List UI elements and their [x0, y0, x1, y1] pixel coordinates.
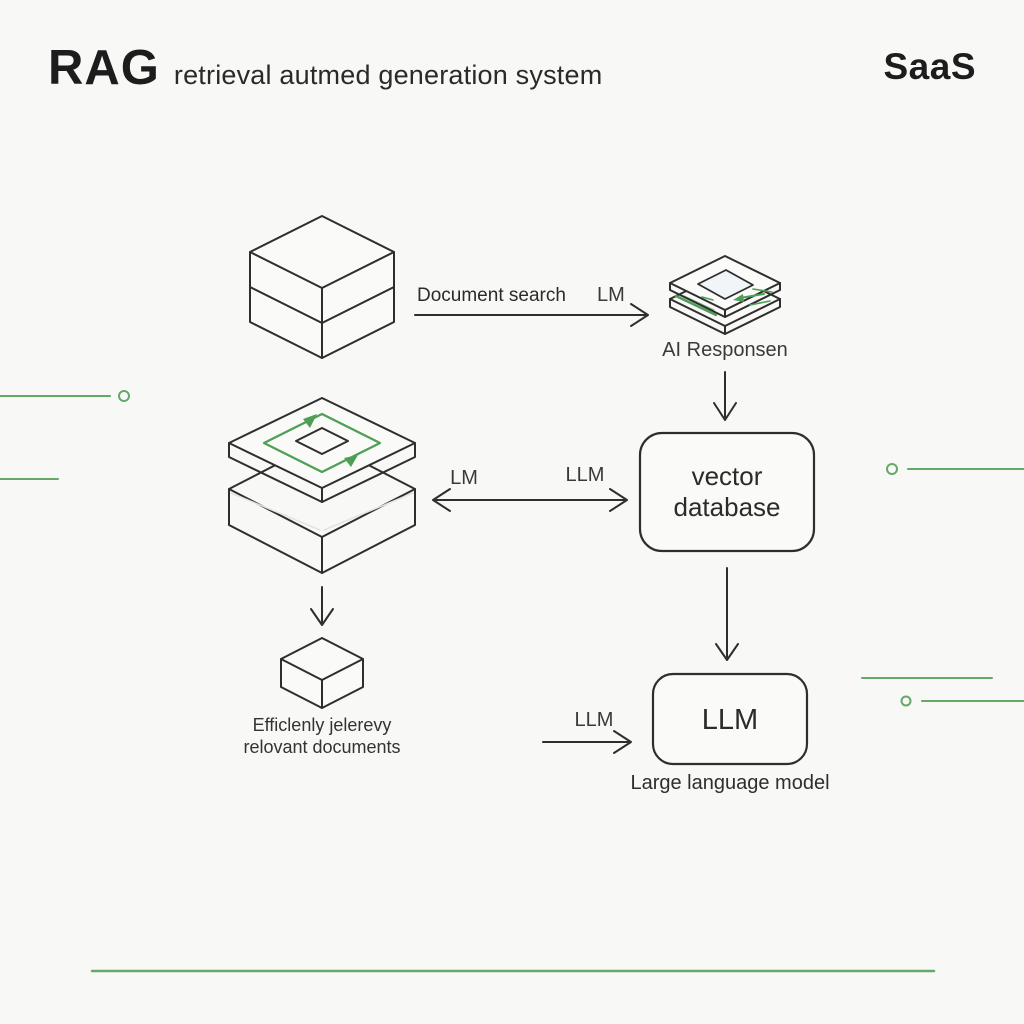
vector-database-label-line2: database	[674, 492, 781, 522]
lm-exchange-label: LM	[450, 467, 478, 489]
document-stack-icon	[249, 215, 395, 359]
lm-search-label: LM	[597, 284, 625, 306]
llm-exchange-label: LLM	[566, 464, 605, 486]
retrieve-caption-line1: Efficlenly jelerevy	[253, 715, 392, 735]
vector-database-node	[638, 431, 816, 553]
index-to-cube-arrow	[310, 586, 334, 626]
llm-arrow-label: LLM	[575, 709, 614, 731]
page-subtitle: retrieval autmed generation system	[173, 60, 603, 90]
ai-to-vector-arrow	[713, 371, 737, 421]
accent-dot-left	[118, 390, 130, 402]
ai-response-layers-icon	[669, 255, 781, 335]
retrieve-caption-line2: relovant documents	[243, 737, 400, 757]
document-search-label: Document search	[417, 285, 566, 306]
vector-database-label-line1: vector	[692, 461, 763, 491]
page-header: RAG retrieval autmed generation system S…	[48, 40, 976, 96]
llm-node-label: LLM	[702, 704, 758, 736]
index-vector-exchange-arrow	[432, 488, 628, 512]
llm-input-arrow	[542, 730, 632, 754]
llm-caption: Large language model	[630, 772, 829, 794]
green-accent-lines	[0, 390, 1024, 973]
brand-label: SaaS	[883, 46, 976, 87]
accent-dot-right-2	[900, 695, 912, 707]
document-search-arrow	[414, 303, 649, 327]
vector-to-llm-arrow	[715, 567, 739, 661]
vector-index-layers-icon	[228, 397, 416, 574]
ai-response-label: AI Responsen	[662, 339, 788, 361]
llm-node	[651, 672, 809, 766]
page-title: RAG	[48, 41, 160, 95]
accent-dot-right-1	[886, 463, 898, 475]
document-cube-icon	[280, 637, 364, 709]
